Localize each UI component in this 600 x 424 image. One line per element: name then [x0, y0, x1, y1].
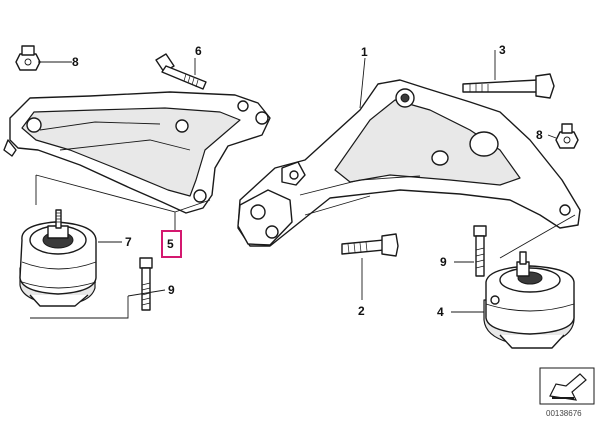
right-nut-8[interactable]: [555, 123, 579, 149]
callout-1[interactable]: 1: [361, 45, 368, 59]
left-engine-mount[interactable]: [19, 209, 97, 307]
right-bolt-9[interactable]: [473, 225, 487, 277]
callout-9-right[interactable]: 9: [440, 255, 447, 269]
left-nut-8[interactable]: [15, 45, 41, 71]
callout-7[interactable]: 7: [125, 235, 132, 249]
diagram-number: 00138676: [546, 409, 582, 418]
callout-numbers: 1 2 3 4 5 6 7 8 8 9 9: [72, 43, 543, 319]
bolt-3[interactable]: [462, 73, 555, 99]
callout-9-left[interactable]: 9: [168, 283, 175, 297]
leader-lines: [30, 50, 576, 319]
highlight-box: [161, 230, 182, 258]
callout-6[interactable]: 6: [195, 44, 202, 58]
callout-8-right[interactable]: 8: [536, 128, 543, 142]
right-support-bracket[interactable]: [237, 79, 581, 247]
bolt-2[interactable]: [341, 233, 399, 257]
callout-4[interactable]: 4: [437, 305, 444, 319]
left-support-bracket[interactable]: [3, 91, 271, 214]
left-bolt-9[interactable]: [139, 257, 153, 311]
callout-5[interactable]: 5: [167, 237, 174, 251]
callout-2[interactable]: 2: [358, 304, 365, 318]
callout-3[interactable]: 3: [499, 43, 506, 57]
right-engine-mount[interactable]: [483, 251, 575, 349]
nav-arrow-icon[interactable]: [539, 367, 595, 405]
callout-8-left[interactable]: 8: [72, 55, 79, 69]
bolt-6[interactable]: [155, 53, 207, 90]
